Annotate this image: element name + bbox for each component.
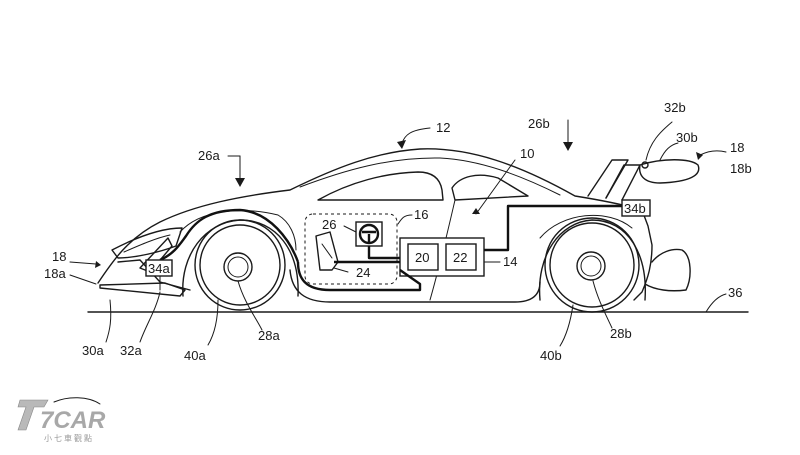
roof-crest-line [299,157,561,196]
label-12: 12 [436,120,450,135]
label-24: 24 [356,265,370,280]
steering-wheel-spokes [362,230,376,243]
front-fender-line [179,210,297,251]
label-30b: 30b [676,130,698,145]
headlight [123,234,171,253]
wire-rear [484,204,622,252]
wire-steering [367,246,400,260]
rear-quarter-window [451,174,529,201]
rear-wheel-rim [549,222,635,308]
rear-wheel-tire [544,217,640,313]
label-34a: 34a [148,261,170,276]
label-10: 10 [520,146,534,161]
label-22: 22 [453,250,467,265]
logo-tagline: 小七車觀點 [44,433,94,443]
module-22 [445,243,477,271]
rear-haunch-line [539,214,633,239]
front-nose [111,227,183,259]
seat-detail [321,243,333,259]
logo-swoosh-icon [53,397,101,405]
front-wheel-rim [199,224,281,306]
label-30a: 30a [82,343,104,358]
label-28b: 28b [610,326,632,341]
logo-seven-glyph [17,399,49,431]
rear-diffuser [644,248,691,292]
label-32a: 32a [120,343,142,358]
sensor-34a [145,259,173,277]
wire-front [296,261,422,292]
front-wheel-tire [194,219,286,311]
rear-hub [576,251,606,281]
arrowhead-12 [397,140,406,149]
force-arrow-26a [235,155,245,187]
underbody-line [289,269,541,303]
label-34b: 34b [624,201,646,216]
front-splitter-30a [99,282,186,297]
arrowhead-18a [95,261,101,268]
label-14: 14 [503,254,517,269]
leader-lines [69,121,727,347]
label-16: 16 [414,207,428,222]
rear-spoiler-strut-2 [605,164,641,201]
control-region-16 [304,213,398,285]
label-18a: 18a [44,266,66,281]
label-26: 26 [322,217,336,232]
label-26a: 26a [198,148,220,163]
label-36: 36 [728,285,742,300]
watermark-logo: 7CAR 小七車觀點 [17,397,106,443]
label-28a: 28a [258,328,280,343]
rear-wheel-arch [538,219,646,301]
wire-front-sensor [159,208,300,263]
force-arrow-26b [563,119,573,151]
label-40a: 40a [184,348,206,363]
side-window [317,171,444,201]
rear-hub-inner [580,255,602,277]
label-26b: 26b [528,116,550,131]
label-40b: 40b [540,348,562,363]
rear-spoiler-strut [587,159,629,199]
label-20: 20 [415,250,429,265]
seat [315,231,339,271]
module-20 [407,243,439,271]
sensor-34b [621,199,651,217]
logo-brand-text: 7CAR [40,407,106,434]
front-hub-inner [227,256,249,278]
rear-wing-30b [638,159,700,184]
label-18-rear: 18 [730,140,744,155]
label-18-front: 18 [52,249,66,264]
wing-pivot-32b [641,161,649,169]
label-32b: 32b [664,100,686,115]
label-18b: 18b [730,161,752,176]
arrowhead-10 [472,208,480,214]
arrowhead-18b [696,152,703,160]
